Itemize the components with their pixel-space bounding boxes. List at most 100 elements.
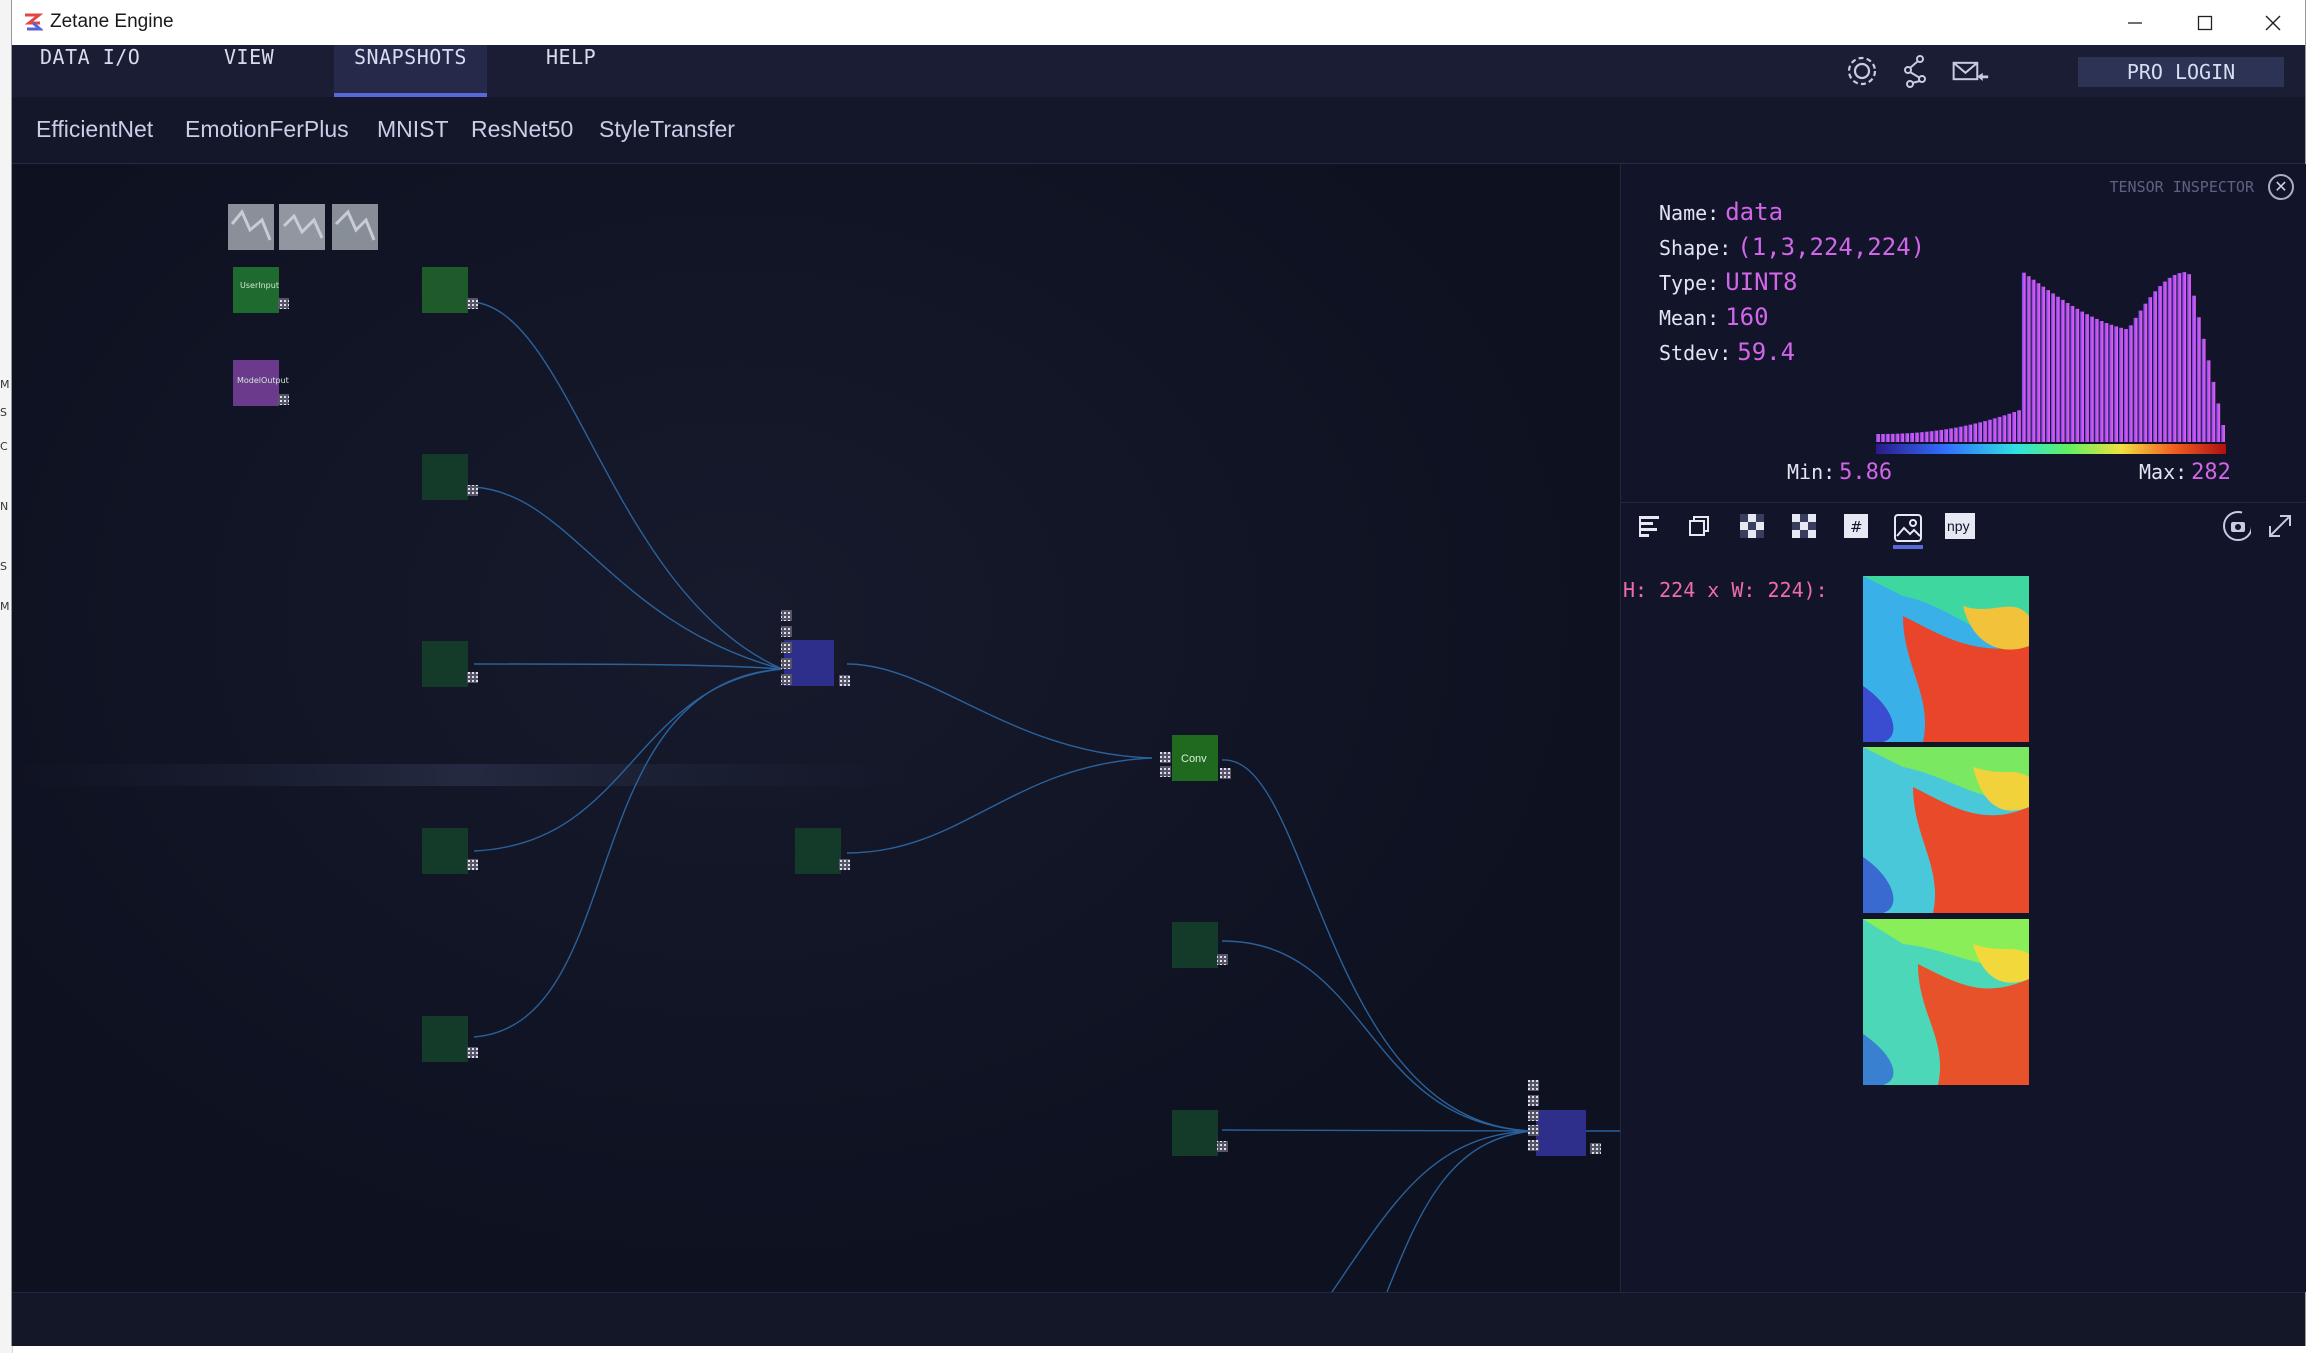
settings-gear-icon[interactable] — [1842, 53, 1882, 89]
maximize-button[interactable] — [2170, 0, 2240, 45]
node-col1-4[interactable] — [422, 828, 478, 874]
menu-help[interactable]: HELP — [546, 45, 597, 69]
graph-svg[interactable]: UserInput ModelOutput — [12, 164, 1620, 1292]
canvas-streak — [12, 764, 912, 786]
histogram-bar — [2177, 273, 2182, 442]
histogram-bar — [1992, 418, 1997, 442]
network-graph-icon[interactable] — [1896, 53, 1936, 89]
node-batchnorm-2[interactable] — [1528, 1080, 1601, 1156]
node-user-input-label: UserInput — [240, 281, 279, 290]
histogram-bar — [1982, 421, 1987, 442]
status-bar — [12, 1292, 2305, 1346]
histogram-bar — [1929, 431, 1934, 442]
histogram-bar — [1885, 433, 1890, 442]
inspector-close-button[interactable]: ✕ — [2268, 174, 2294, 200]
histogram-bar — [2055, 296, 2060, 442]
mail-icon[interactable] — [1950, 53, 1990, 89]
histogram-bar — [2007, 413, 2012, 442]
histogram-bar — [2070, 305, 2075, 442]
camera-refresh-icon — [2223, 511, 2251, 541]
numeric-view-button[interactable]: # — [1841, 511, 1871, 541]
histogram-bar — [2080, 311, 2085, 442]
histogram-bar — [1978, 422, 1982, 442]
histogram-bar — [2036, 283, 2041, 442]
graph-canvas[interactable]: UserInput ModelOutput — [12, 164, 1620, 1292]
histogram-bar — [2172, 275, 2177, 442]
histogram-bar — [2157, 286, 2162, 442]
node-batchnorm-1[interactable] — [781, 610, 850, 686]
histogram-bars — [1876, 272, 2225, 442]
colormap-bar — [1876, 444, 2226, 454]
node-conv[interactable]: Conv — [1160, 735, 1231, 781]
histogram-bar — [2196, 317, 2201, 442]
histogram-bar — [2041, 286, 2046, 442]
svg-text:#: # — [1850, 518, 1863, 536]
node-col3-2[interactable] — [1172, 922, 1228, 968]
histogram-bar — [2123, 328, 2128, 442]
stat-shape: Shape:(1,3,224,224) — [1659, 233, 1926, 261]
histogram-bar — [2104, 323, 2109, 442]
stat-name: Name:data — [1659, 198, 1784, 226]
input-thumbnails — [228, 204, 378, 250]
histogram-bar — [2002, 415, 2007, 442]
histogram-bar — [2026, 276, 2031, 442]
refresh-snapshot-button[interactable] — [2221, 511, 2251, 541]
feature-map-button[interactable] — [1737, 511, 1767, 541]
histogram-bar — [1963, 425, 1968, 442]
stack-view-button[interactable] — [1685, 511, 1715, 541]
snapshot-styletransfer[interactable]: StyleTransfer — [599, 116, 735, 142]
histogram-bar — [1890, 433, 1895, 442]
node-col1-2[interactable] — [422, 454, 478, 500]
graph-edges — [473, 301, 1620, 1292]
close-button[interactable] — [2238, 0, 2308, 45]
expand-button[interactable] — [2265, 511, 2295, 541]
histogram-bar — [2187, 274, 2191, 442]
histogram-bar — [2016, 410, 2021, 442]
pro-login-button[interactable]: PRO LOGIN — [2078, 57, 2284, 87]
snapshot-resnet50[interactable]: ResNet50 — [471, 116, 574, 142]
pixel-grid-button[interactable] — [1789, 511, 1819, 541]
node-model-output[interactable]: ModelOutput — [233, 360, 289, 406]
zetane-logo-icon — [24, 13, 43, 31]
histogram-bar — [2075, 308, 2080, 442]
snapshot-efficientnet[interactable]: EfficientNet — [36, 116, 154, 142]
node-col1-5[interactable] — [422, 1016, 478, 1062]
histogram-bar — [2031, 279, 2036, 442]
image-view-button[interactable] — [1893, 511, 1923, 549]
menu-data-io[interactable]: DATA I/O — [40, 45, 141, 69]
snapshot-bar: EfficientNet EmotionFerPlus MNIST ResNet… — [12, 97, 2305, 164]
histogram-bar — [1934, 430, 1939, 442]
node-col2-2[interactable] — [795, 828, 850, 874]
menu-snapshots[interactable]: SNAPSHOTS — [334, 45, 487, 97]
histogram-bar — [2051, 293, 2055, 442]
inspector-view-toolbar: # npy — [1621, 502, 2306, 551]
node-user-input[interactable]: UserInput — [233, 267, 289, 313]
node-col1-3[interactable] — [422, 641, 478, 687]
close-icon — [2265, 15, 2281, 30]
histogram-bar — [2221, 425, 2225, 442]
histogram-bar — [2099, 321, 2104, 442]
histogram-bar — [2211, 381, 2216, 442]
histogram-bar — [1968, 424, 1973, 442]
histogram-bar — [1924, 431, 1929, 442]
node-col3-3[interactable] — [1172, 1110, 1228, 1156]
histogram-bar — [1919, 432, 1924, 442]
node-conv-label: Conv — [1181, 753, 1207, 765]
snapshot-emotionferplus[interactable]: EmotionFerPlus — [185, 116, 349, 142]
histogram-bar — [2114, 326, 2119, 442]
channel-image-3 — [1863, 919, 2029, 1085]
histogram-view-button[interactable] — [1635, 511, 1665, 541]
node-col1-1[interactable] — [422, 267, 478, 313]
tensor-dimensions-label: H: 224 x W: 224): — [1623, 578, 1828, 602]
histogram-bar — [1944, 429, 1948, 442]
minimize-icon — [2128, 21, 2142, 24]
histogram-bar — [2206, 360, 2211, 442]
histogram-bar — [2162, 281, 2167, 442]
snapshot-mnist[interactable]: MNIST — [377, 116, 449, 142]
histogram-bar — [2133, 317, 2138, 442]
min-value-label: Min:5.86 — [1787, 460, 1893, 485]
stat-mean: Mean:160 — [1659, 303, 1769, 331]
menu-view[interactable]: VIEW — [224, 45, 275, 69]
minimize-button[interactable] — [2100, 0, 2170, 45]
npy-export-button[interactable]: npy — [1945, 511, 1975, 541]
